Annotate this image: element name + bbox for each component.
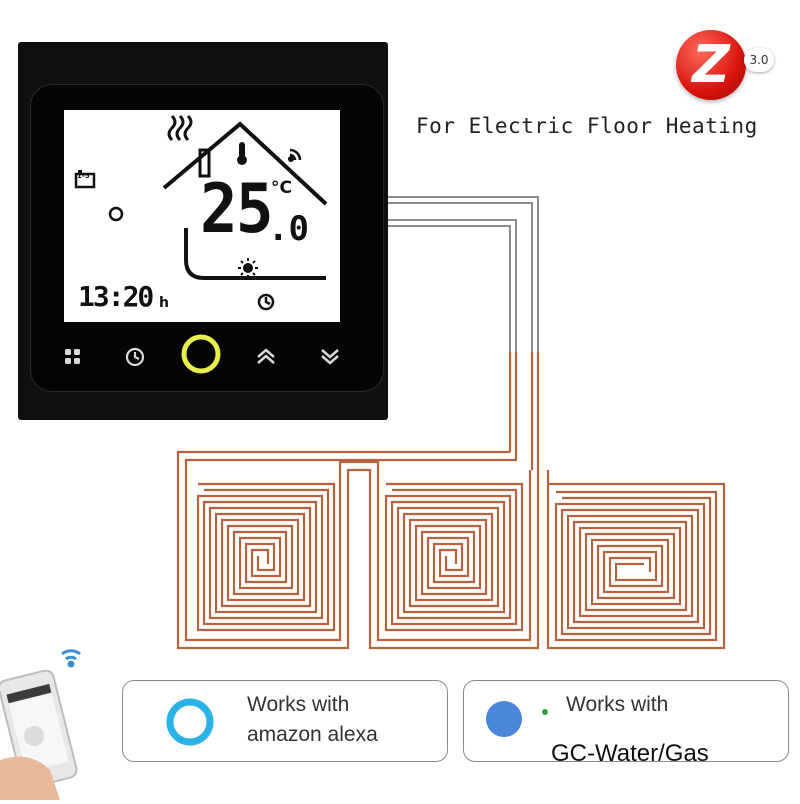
temperature-main: 25: [200, 170, 273, 249]
alexa-icon: [166, 698, 214, 746]
economy-icon: [108, 206, 124, 222]
google-badge: Works with: [463, 680, 789, 762]
heat-waves-icon: [167, 114, 193, 142]
house-floor-line: [184, 228, 326, 280]
zigbee-letter: Z: [692, 35, 730, 95]
temperature-unit: °C: [271, 178, 292, 198]
up-button[interactable]: [252, 342, 280, 370]
clock-suffix: h: [159, 295, 169, 311]
gc-label: GC-Water/Gas: [551, 740, 709, 767]
chevron-down-icon: [321, 349, 339, 365]
cable-lines: [388, 196, 539, 352]
down-button[interactable]: [316, 342, 344, 370]
lcd-screen: [64, 110, 340, 322]
clock-button[interactable]: [121, 343, 149, 371]
menu-button[interactable]: [60, 344, 86, 370]
temperature-decimal: .0: [268, 209, 309, 249]
thermometer-icon: [237, 142, 247, 165]
alexa-badge: Works with amazon alexa: [122, 680, 448, 762]
power-button[interactable]: [178, 331, 224, 377]
zigbee-logo-icon: [676, 30, 746, 100]
page-heading: For Electric Floor Heating: [416, 114, 758, 138]
green-dot-icon: [542, 709, 548, 715]
heating-coil-wires: [176, 352, 726, 650]
chimney-icon: [198, 148, 211, 178]
smartphone-illustration: [0, 640, 110, 800]
google-works-with: Works with: [566, 693, 669, 716]
alexa-brand: amazon alexa: [247, 723, 378, 746]
phone-wifi-icon: [61, 649, 81, 668]
google-assistant-icon: [486, 701, 522, 737]
lcd-graphics: [74, 114, 328, 311]
chevron-up-icon: [257, 348, 275, 364]
clock-display: 13:20: [78, 280, 154, 313]
power-ring-icon: [181, 334, 221, 374]
spiral-coil-3: [554, 490, 718, 642]
house-roof-icon: [162, 121, 328, 206]
phone-in-hand-icon: [0, 649, 81, 800]
schedule-badge-icon: [74, 170, 96, 189]
schedule-clock-icon: [257, 293, 275, 311]
grid-icon: [65, 349, 80, 364]
zigbee-version: 3.0: [744, 48, 774, 72]
wifi-icon: [287, 148, 302, 163]
schedule-badge-label: 1-5: [77, 172, 90, 180]
clock-icon: [125, 347, 145, 367]
alexa-works-with: Works with: [247, 693, 350, 716]
sun-icon: [238, 258, 258, 278]
spiral-coil-1: [196, 482, 336, 632]
spiral-coil-2: [384, 482, 524, 632]
